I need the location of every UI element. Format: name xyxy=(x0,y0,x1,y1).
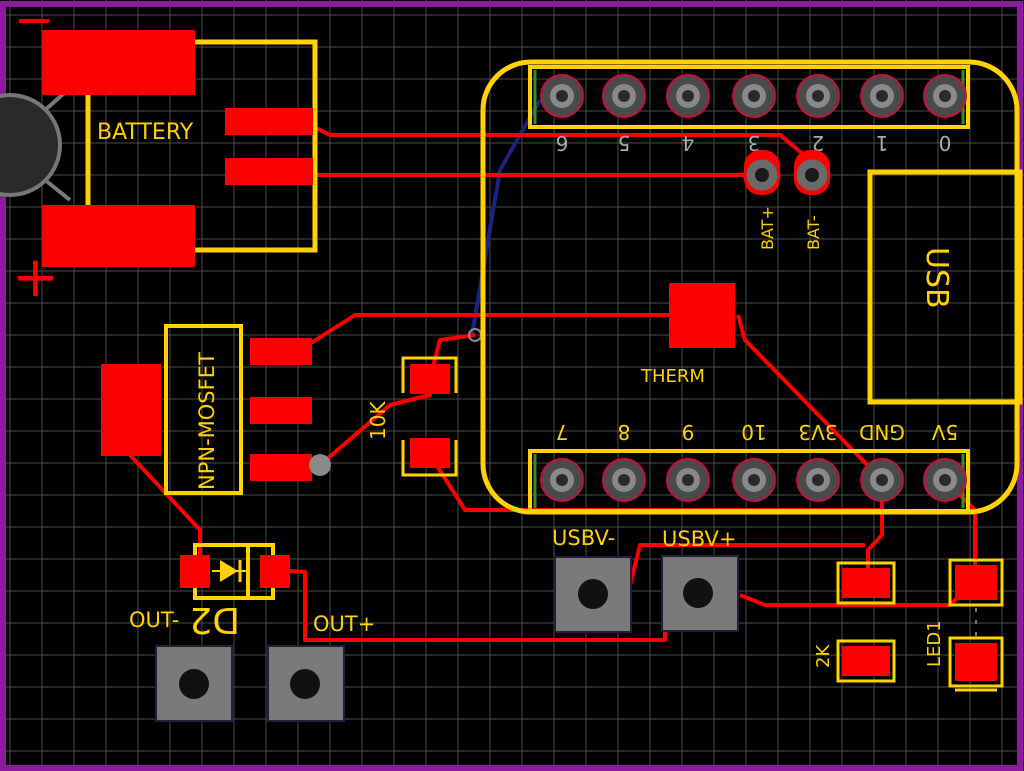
bottom-pin-6 xyxy=(923,458,967,502)
bottom-pin-label-5: GND xyxy=(859,420,905,444)
button-out-plus: OUT+ xyxy=(267,612,375,722)
diode-d2: D2 xyxy=(180,543,290,640)
battery-label: BATTERY xyxy=(97,120,194,145)
top-pin-1 xyxy=(602,74,646,118)
top-pin-5 xyxy=(860,74,904,118)
battery-minus-sign: − xyxy=(14,0,54,48)
bat-plus-label: BAT+ xyxy=(758,206,777,250)
top-pin-3 xyxy=(732,74,776,118)
usbv-minus-label: USBV- xyxy=(552,526,615,550)
mosfet-label: NPN-MOSFET xyxy=(195,352,219,490)
out-plus-label: OUT+ xyxy=(313,612,375,636)
d2-label: D2 xyxy=(189,599,240,640)
top-pin-label-6: 0 xyxy=(939,131,952,155)
led1-label: LED1 xyxy=(924,620,945,667)
bottom-pin-3 xyxy=(732,458,776,502)
top-pin-row xyxy=(540,74,967,118)
top-pin-4 xyxy=(796,74,840,118)
npn-mosfet: NPN-MOSFET xyxy=(101,324,331,495)
bottom-header xyxy=(528,449,970,513)
bottom-pin-2 xyxy=(666,458,710,502)
top-pin-label-4: 2 xyxy=(812,131,825,155)
battery-holder: BATTERY − + xyxy=(0,0,318,310)
mosfet-pin-1 xyxy=(250,338,312,365)
battery-cell xyxy=(0,93,62,197)
battery-pad-bottom xyxy=(42,205,195,267)
button-usbv-minus: USBV- xyxy=(552,526,632,633)
bat-minus-label: BAT- xyxy=(804,215,823,250)
top-pin-label-0: 6 xyxy=(556,131,569,155)
battery-plus-sign: + xyxy=(12,245,59,310)
bottom-pin-label-0: 7 xyxy=(556,420,569,444)
battery-smd-pad-2 xyxy=(225,158,313,185)
bottom-pin-label-6: 5V xyxy=(931,420,958,444)
bottom-pin-label-3: 10 xyxy=(741,420,766,444)
bottom-pin-labels: 7 8 9 10 3V3 GND 5V xyxy=(556,420,959,444)
top-pin-label-1: 5 xyxy=(618,131,631,155)
battery-smd-pad-1 xyxy=(225,108,313,135)
res-2k-label: 2K xyxy=(813,644,834,668)
usb-label: USB xyxy=(919,247,954,309)
bottom-pin-label-2: 9 xyxy=(682,420,695,444)
top-pin-label-2: 4 xyxy=(682,131,695,155)
out-minus-label: OUT- xyxy=(129,608,179,632)
usbv-plus-label: USBV+ xyxy=(662,527,736,551)
bottom-pin-label-4: 3V3 xyxy=(798,420,837,444)
bottom-pin-1 xyxy=(602,458,646,502)
button-out-minus: OUT- xyxy=(129,608,233,722)
therm-label: THERM xyxy=(640,366,705,387)
battery-pad-top xyxy=(42,30,195,95)
led1: LED1 xyxy=(924,558,1004,692)
mosfet-pin-2 xyxy=(250,397,312,424)
bottom-pin-row xyxy=(540,458,967,502)
top-pin-2 xyxy=(666,74,710,118)
bottom-pin-5 xyxy=(860,458,904,502)
top-pin-label-3: 3 xyxy=(748,131,761,155)
top-pin-0 xyxy=(540,74,584,118)
resistor-10k-label: 10K xyxy=(366,401,390,440)
bottom-pin-label-1: 8 xyxy=(618,420,631,444)
button-usbv-plus: USBV+ xyxy=(661,527,739,632)
bat-vias: BAT+ BAT- xyxy=(743,150,831,250)
bottom-pin-0 xyxy=(540,458,584,502)
bottom-pin-4 xyxy=(796,458,840,502)
resistor-2k: 2K xyxy=(813,561,896,683)
top-pin-label-5: 1 xyxy=(876,131,889,155)
thermistor: THERM xyxy=(640,283,735,387)
top-pin-labels: 6 5 4 3 2 1 0 xyxy=(556,131,952,155)
mosfet-pin-3 xyxy=(250,454,312,481)
mosfet-tab-pad xyxy=(101,364,161,456)
top-header xyxy=(528,65,970,129)
resistor-10k: 10K xyxy=(366,328,482,477)
top-pin-6 xyxy=(923,74,967,118)
usb-connector-outline xyxy=(867,169,1023,405)
